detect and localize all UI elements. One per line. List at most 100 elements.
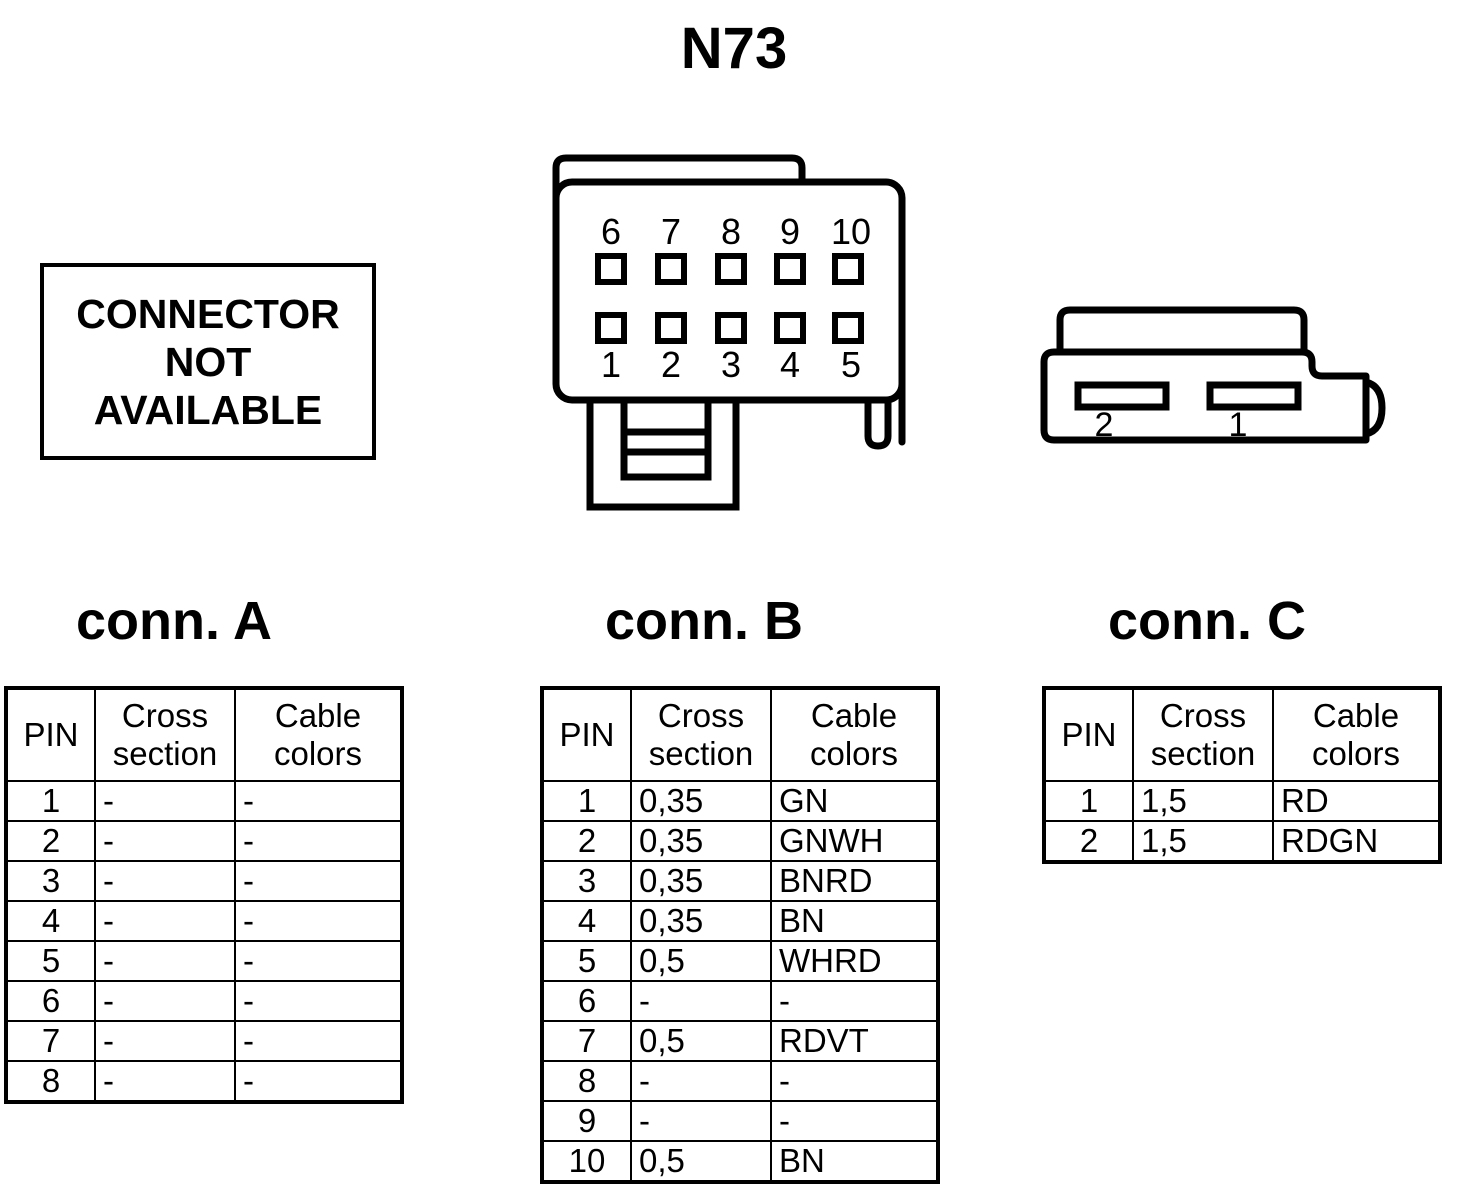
cell-cable-color: - xyxy=(234,820,403,862)
cell-cable-color: - xyxy=(234,860,403,902)
cell-pin: 5 xyxy=(5,940,96,982)
cell-pin: 4 xyxy=(5,900,96,942)
cell-cable-color: BN xyxy=(770,1140,939,1183)
cell-pin: 9 xyxy=(541,1100,632,1142)
header-cross-line2: section xyxy=(112,735,218,772)
cell-cable-color: - xyxy=(234,980,403,1022)
cell-pin: 2 xyxy=(5,820,96,862)
not-available-line-1: CONNECTOR xyxy=(76,290,340,337)
cell-cable-color: - xyxy=(234,1060,403,1103)
cell-cross-section: - xyxy=(94,980,236,1022)
table-row: 5-- xyxy=(5,940,403,982)
pin-label-10: 10 xyxy=(831,211,871,252)
header-color-line1: Cable xyxy=(810,697,898,734)
cell-pin: 4 xyxy=(541,900,632,942)
cell-cable-color: GNWH xyxy=(770,820,939,862)
cell-pin: 7 xyxy=(5,1020,96,1062)
header-cross-line2: section xyxy=(648,735,754,772)
pin-label-8: 8 xyxy=(721,211,741,252)
pin-label-5: 5 xyxy=(841,344,861,385)
cell-pin: 6 xyxy=(541,980,632,1022)
header-color-line1: Cable xyxy=(274,697,362,734)
header-color-line2: colors xyxy=(1311,735,1401,772)
cell-pin: 5 xyxy=(541,940,632,982)
header-pin: PIN xyxy=(1043,687,1134,782)
cell-cable-color: - xyxy=(234,940,403,982)
cell-cross-section: - xyxy=(94,820,236,862)
pin-table-conn-a: PIN Cross section Cable colors 1--2--3--… xyxy=(4,686,404,1104)
header-cross-line2: section xyxy=(1150,735,1256,772)
cell-cross-section: - xyxy=(94,780,236,822)
header-cross-line1: Cross xyxy=(1159,697,1247,734)
pin-label-1: 1 xyxy=(601,344,621,385)
table-row: 9-- xyxy=(541,1100,939,1142)
pin-label-9: 9 xyxy=(780,211,800,252)
cell-cross-section: 1,5 xyxy=(1132,780,1274,822)
header-cross-section: Cross section xyxy=(94,687,236,782)
cell-pin: 1 xyxy=(541,780,632,822)
header-pin: PIN xyxy=(5,687,96,782)
cell-cross-section: 0,35 xyxy=(630,820,772,862)
table-header-row: PIN Cross section Cable colors xyxy=(1043,687,1441,782)
header-pin: PIN xyxy=(541,687,632,782)
heading-conn-b: conn. B xyxy=(605,591,803,651)
cell-cross-section: 0,35 xyxy=(630,900,772,942)
cell-cross-section: 0,5 xyxy=(630,1020,772,1062)
pin-label-2: 2 xyxy=(661,344,681,385)
table-body-conn-a: 1--2--3--4--5--6--7--8-- xyxy=(5,780,403,1103)
not-available-line-3: AVAILABLE xyxy=(93,386,323,433)
cell-cable-color: RDVT xyxy=(770,1020,939,1062)
cell-pin: 8 xyxy=(541,1060,632,1102)
header-color-line2: colors xyxy=(809,735,899,772)
table-row: 4-- xyxy=(5,900,403,942)
pin-label-7: 7 xyxy=(661,211,681,252)
connector-b-diagram: 6 7 8 9 10 1 2 3 4 5 xyxy=(548,152,928,517)
cell-cross-section: 0,5 xyxy=(630,940,772,982)
header-pin-label: PIN xyxy=(23,716,79,753)
table-header-row: PIN Cross section Cable colors xyxy=(5,687,403,782)
connector-c-diagram: 2 1 xyxy=(1032,300,1404,445)
cell-cross-section: - xyxy=(630,1100,772,1142)
table-row: 3-- xyxy=(5,860,403,902)
cell-cable-color: GN xyxy=(770,780,939,822)
cell-cable-color: BN xyxy=(770,900,939,942)
pin-label-3: 3 xyxy=(721,344,741,385)
cell-cable-color: - xyxy=(770,1100,939,1142)
cell-pin: 2 xyxy=(541,820,632,862)
table-row: 6-- xyxy=(541,980,939,1022)
cell-pin: 7 xyxy=(541,1020,632,1062)
cell-cross-section: - xyxy=(94,1060,236,1103)
cell-pin: 10 xyxy=(541,1140,632,1183)
table-header-row: PIN Cross section Cable colors xyxy=(541,687,939,782)
header-cross-line1: Cross xyxy=(121,697,209,734)
not-available-line-2: NOT xyxy=(164,338,252,385)
cell-cable-color: - xyxy=(234,900,403,942)
header-pin-label: PIN xyxy=(559,716,615,753)
cell-cable-color: BNRD xyxy=(770,860,939,902)
connector-not-available-box: CONNECTOR NOT AVAILABLE xyxy=(40,263,376,460)
cell-cross-section: 1,5 xyxy=(1132,820,1274,863)
cell-cable-color: - xyxy=(770,980,939,1022)
header-cross-section: Cross section xyxy=(1132,687,1274,782)
header-cable-colors: Cable colors xyxy=(234,687,403,782)
cell-cross-section: - xyxy=(94,900,236,942)
cell-pin: 6 xyxy=(5,980,96,1022)
header-cross-section: Cross section xyxy=(630,687,772,782)
cell-pin: 2 xyxy=(1043,820,1134,863)
cell-cross-section: - xyxy=(94,860,236,902)
table-row: 1-- xyxy=(5,780,403,822)
header-cable-colors: Cable colors xyxy=(770,687,939,782)
cell-cable-color: - xyxy=(234,780,403,822)
header-cable-colors: Cable colors xyxy=(1272,687,1441,782)
slot-label-1: 1 xyxy=(1229,406,1248,444)
cell-pin: 1 xyxy=(1043,780,1134,822)
